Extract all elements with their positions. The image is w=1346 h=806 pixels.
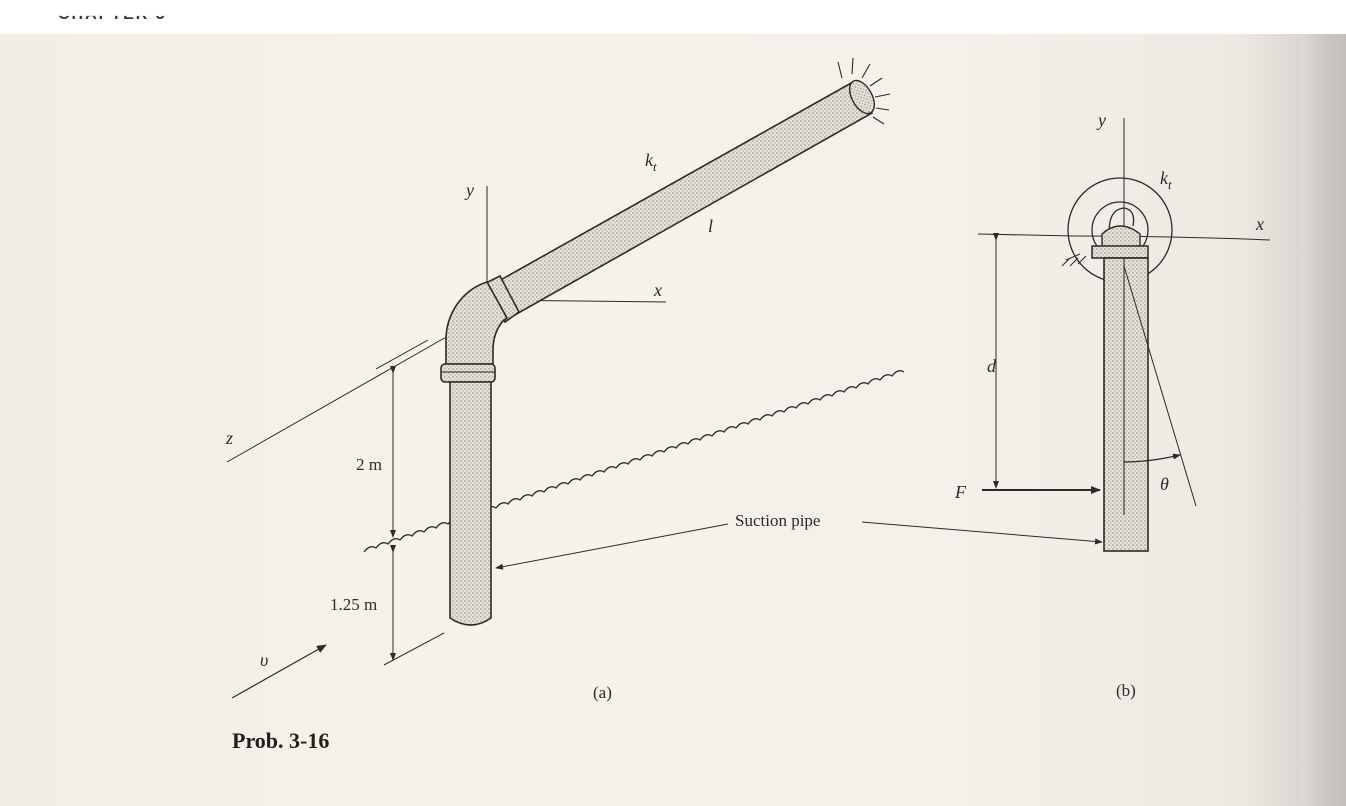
figure-a-label: (a) [593, 683, 612, 702]
dimension-label-2m: 2 m [356, 455, 382, 474]
spring-coil [1108, 207, 1135, 241]
suction-pipe-callout [495, 521, 1103, 570]
x-axis-label-b: x [1255, 214, 1264, 234]
pointer-to-pipe-b [861, 521, 1103, 545]
x-axis-label-a: x [653, 280, 662, 300]
stiffness-label-b: kt [1160, 168, 1172, 192]
spring-anchor-hatches [1061, 253, 1087, 267]
stiffness-label-a: kt [645, 150, 657, 174]
angle-label: θ [1160, 474, 1169, 494]
top-margin [0, 0, 1346, 34]
suction-pipe-side [1103, 257, 1149, 552]
figure-b-label: (b) [1116, 681, 1136, 700]
force-label: F [954, 482, 967, 502]
figure-a [226, 57, 905, 699]
z-axis-line [226, 335, 449, 463]
suction-pipe-label: Suction pipe [735, 511, 820, 530]
water-surface [363, 370, 905, 553]
dimension-tick-bottom [383, 632, 445, 666]
fixed-support-hatches [837, 57, 891, 125]
velocity-label: υ [260, 650, 268, 670]
angle-arc [1123, 453, 1181, 463]
pivot-hub [1101, 225, 1141, 249]
vertical-pipe [449, 381, 492, 626]
y-axis-label-b: y [1096, 110, 1106, 130]
dimension-label-1-25m: 1.25 m [330, 595, 377, 614]
velocity-arrow [231, 644, 327, 699]
distance-label: d [987, 356, 997, 376]
z-axis-label: z [225, 428, 233, 448]
length-label: l [708, 216, 713, 236]
figure-b [977, 118, 1271, 552]
pivot-flange [1091, 245, 1149, 259]
pipe-end-cap [848, 79, 876, 115]
dimension-tick-top [375, 339, 429, 370]
page-edge-shadow [1300, 34, 1346, 806]
problem-caption: Prob. 3-16 [232, 728, 330, 753]
horizontal-pipe [495, 80, 874, 318]
x-axis-line-b [1067, 235, 1271, 241]
y-axis-label-a: y [464, 180, 474, 200]
pointer-to-pipe-a [495, 523, 729, 570]
deflected-centerline [1123, 265, 1197, 507]
lower-coupling [440, 363, 496, 383]
chapter-header-fragment: CHAPTER 3 [58, 16, 167, 24]
d-reference-line [977, 233, 1075, 237]
